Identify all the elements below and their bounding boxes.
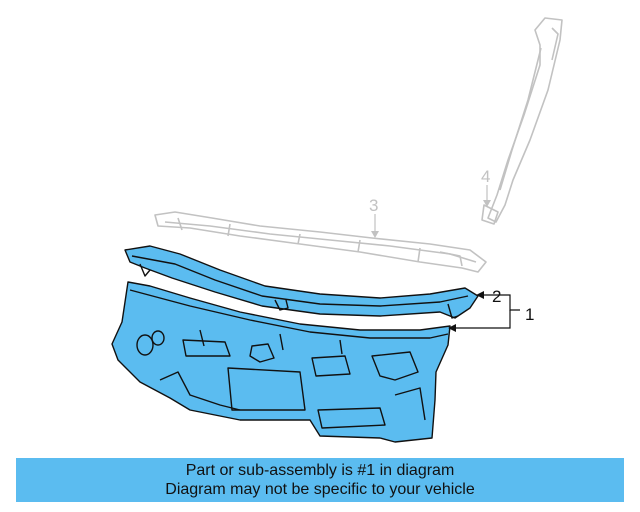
banner-line-1: Part or sub-assembly is #1 in diagram: [185, 462, 455, 479]
part-2-cowl-strip: [124, 245, 479, 319]
part-1-dash-panel: [111, 281, 451, 443]
part-3-cowl-top: [154, 211, 487, 273]
callout-1: 1: [525, 305, 534, 324]
leader-lines: [371, 185, 520, 332]
callout-3: 3: [369, 196, 378, 215]
banner-line-2: Diagram may not be specific to your vehi…: [165, 481, 475, 498]
callout-4: 4: [481, 167, 490, 186]
parts-diagram: 1 2 3 4: [111, 17, 563, 443]
info-banner: Part or sub-assembly is #1 in diagram Di…: [16, 458, 624, 502]
callout-2: 2: [492, 287, 501, 306]
part-4-pillar: [481, 17, 563, 225]
